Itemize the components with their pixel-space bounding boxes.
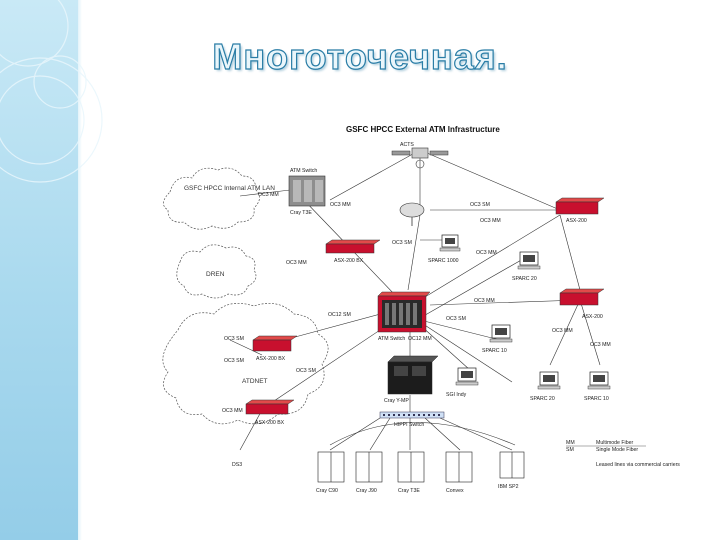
router-red-atdnet-1	[252, 335, 298, 352]
legend-mm-text: Multimode Fiber	[596, 440, 633, 446]
atm-switch-cabinet	[288, 175, 326, 207]
bottom-cabinet-4	[445, 451, 473, 483]
link-label-oc3-sm-3: OC3 SM	[446, 316, 466, 322]
router-right-mid-label: ASX-200	[582, 314, 603, 320]
link-label-oc3-mm-2: OC3 MM	[330, 202, 351, 208]
router-red-mid	[325, 239, 381, 254]
cloud-dren-label: DREN	[206, 271, 225, 278]
legend-notes: Leased lines via commercial carriers	[596, 462, 680, 468]
cray-mainframe	[387, 355, 439, 395]
satellite-label: ACTS	[400, 142, 414, 148]
satellite-dish-icon	[399, 202, 425, 226]
workstation-r1-icon	[537, 371, 561, 390]
slide-sidebar-decoration	[0, 0, 78, 540]
slide-title: Многоточечная.	[212, 35, 508, 77]
link-label-oc3-sm-5: OC3 SM	[224, 358, 244, 364]
workstation-r2-icon	[587, 371, 611, 390]
link-label-oc3-mm-7: OC3 MM	[222, 408, 243, 414]
link-label-oc3-mm-6: OC3 MM	[474, 298, 495, 304]
workstation-sgi-label: SGI Indy	[446, 392, 467, 398]
bottom-3-label: Cray T3E	[398, 488, 420, 494]
link-label-oc12-sm: OC12 SM	[328, 312, 351, 318]
link-label-oc3-mm-8: OC3 MM	[552, 328, 573, 334]
router-red-right-mid	[559, 288, 605, 306]
link-label-oc3-mm-5: OC3 MM	[476, 250, 497, 256]
router-red-right-top	[555, 197, 605, 215]
router-right-top-label: ASX-200	[566, 218, 587, 224]
link-label-oc3-sm-1: OC3 SM	[392, 240, 412, 246]
link-label-oc3-mm-4: OC3 MM	[480, 218, 501, 224]
link-label-oc3-mm-9: OC3 MM	[590, 342, 611, 348]
central-switch-label: ATM Switch	[378, 336, 405, 342]
workstation-right-label: SPARC 20	[512, 276, 537, 282]
bottom-5-label: IBM SP2	[498, 484, 519, 490]
legend-sm-code: SM	[566, 447, 574, 453]
link-label-oc3-sm-2: OC3 SM	[470, 202, 490, 208]
link-label-ds3: DS3	[232, 462, 242, 468]
legend-box: MM Multimode Fiber SM Single Mode Fiber …	[566, 440, 680, 468]
cloud-gsfc-label: GSFC HPCC Internal ATM LAN	[184, 185, 275, 192]
cloud-dren	[176, 244, 257, 299]
cray-main-label: Cray Y-MP	[384, 398, 409, 404]
link-label-oc3-sm-6: OC3 SM	[296, 368, 316, 374]
workstation-mid-icon	[489, 324, 513, 343]
cloud-atdnet-label: ATDNET	[242, 378, 268, 385]
hippi-switch-hub	[379, 411, 445, 419]
cloud-gsfc-lan	[163, 167, 260, 230]
router-atdnet-1-label: ASX-200 BX	[256, 356, 286, 362]
sidebar-circles-decoration	[0, 0, 103, 183]
slide-sidebar-edge	[78, 0, 82, 540]
link-label-oc3-mm-1: OC3 MM	[258, 192, 279, 198]
diagram-heading: GSFC HPCC External ATM Infrastructure	[346, 125, 500, 134]
hub-label: HIPPI Switch	[394, 422, 424, 428]
router-mid-label: ASX-200 BX	[334, 258, 364, 264]
satellite-acts	[391, 147, 449, 169]
workstation-top-icon	[439, 234, 461, 252]
bottom-cabinet-1	[317, 451, 345, 483]
link-label-oc3-mm-3: OC3 MM	[286, 260, 307, 266]
link-label-oc3-sm-4: OC3 SM	[224, 336, 244, 342]
atm-switch-label: ATM Switch	[290, 168, 317, 174]
bottom-1-label: Cray C90	[316, 488, 338, 494]
legend-sm-text: Single Mode Fiber	[596, 447, 638, 453]
cray-front-label: Cray T3E	[290, 210, 312, 216]
router-red-atdnet-2	[245, 399, 295, 415]
network-links	[229, 149, 601, 451]
legend-mm-code: MM	[566, 440, 575, 446]
workstation-sgi-icon	[455, 367, 479, 386]
link-label-oc12-mm: OC12 MM	[408, 336, 432, 342]
workstation-mid-label: SPARC 10	[482, 348, 507, 354]
workstation-r2-label: SPARC 10	[584, 396, 609, 402]
workstation-r1-label: SPARC 20	[530, 396, 555, 402]
bottom-cabinet-5	[499, 451, 525, 479]
bottom-4-label: Convex	[446, 488, 464, 494]
bottom-cabinet-2	[355, 451, 383, 483]
bottom-2-label: Cray J90	[356, 488, 377, 494]
workstation-top-label: SPARC 1000	[428, 258, 459, 264]
cloud-atdnet	[162, 303, 329, 425]
bottom-cabinet-3	[397, 451, 425, 483]
central-atm-switch	[377, 291, 431, 333]
router-atdnet-2-label: ASX-200 BX	[255, 420, 285, 426]
workstation-right-icon	[517, 251, 541, 270]
